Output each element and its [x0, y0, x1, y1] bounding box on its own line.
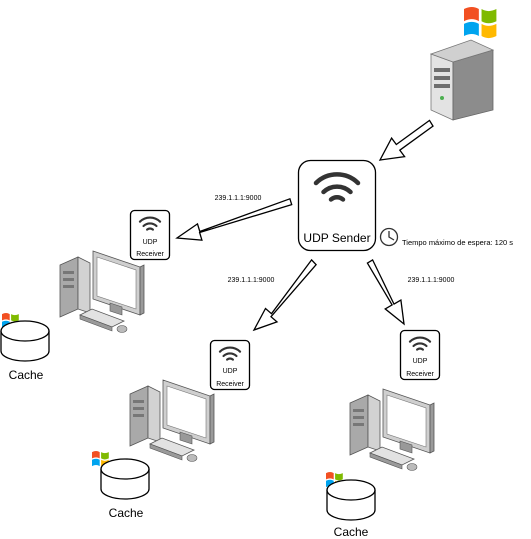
- database-disk-icon: [0, 320, 50, 362]
- database-disk-icon: [100, 458, 150, 500]
- udp-receiver-box: [129, 209, 171, 261]
- receiver-line1: UDP: [413, 358, 428, 365]
- udp-receiver-3: UDP Receiver: [399, 329, 441, 381]
- windows-logo-icon: [464, 7, 497, 39]
- desktop-computer-icon: [129, 379, 215, 462]
- arrow-server-to-sender: [378, 119, 434, 161]
- udp-receiver-1: UDP Receiver: [129, 209, 171, 261]
- arrow-to-receiver-2: [252, 258, 317, 332]
- clock-icon: [379, 227, 399, 247]
- cache-label-2: Cache: [109, 506, 144, 520]
- desktop-computer-icon: [349, 388, 435, 471]
- receiver-line1: UDP: [143, 239, 158, 246]
- receiver-line2: Receiver: [136, 251, 164, 258]
- link-address-1: 239.1.1.1:9000: [215, 195, 262, 202]
- udp-receiver-2: UDP Receiver: [209, 339, 251, 391]
- receiver-line1: UDP: [223, 368, 238, 375]
- timeout-label: Tiempo máximo de espera: 120 s: [402, 238, 513, 247]
- arrow-to-receiver-1: [175, 197, 293, 241]
- database-disk-icon: [326, 479, 376, 521]
- cache-label-3: Cache: [334, 525, 369, 539]
- server-tower-icon: [429, 39, 495, 121]
- receiver-line2: Receiver: [406, 371, 434, 378]
- udp-sender: UDP Sender: [297, 159, 377, 252]
- link-address-2: 239.1.1.1:9000: [228, 277, 275, 284]
- arrow-to-receiver-3: [366, 258, 405, 326]
- udp-receiver-box: [399, 329, 441, 381]
- desktop-computer-icon: [59, 250, 145, 333]
- udp-receiver-box: [209, 339, 251, 391]
- cache-label-1: Cache: [9, 368, 44, 382]
- receiver-line2: Receiver: [216, 381, 244, 388]
- link-address-3: 239.1.1.1:9000: [408, 277, 455, 284]
- udp-sender-label: UDP Sender: [303, 231, 370, 245]
